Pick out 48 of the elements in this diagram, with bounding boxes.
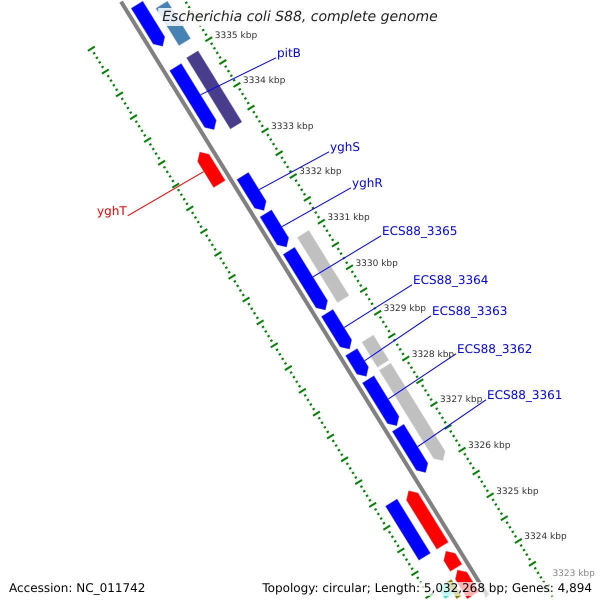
scale-label: 3333 kbp — [271, 122, 314, 132]
scale-label: 3323 kbp — [552, 568, 595, 580]
leader-line — [388, 353, 456, 400]
scale-label: 3330 kbp — [355, 258, 398, 269]
gene-label: yghT — [97, 205, 127, 219]
gene-block — [360, 334, 390, 368]
gene-feature — [344, 348, 370, 378]
gene-feature — [236, 171, 267, 212]
scale-label: 3326 kbp — [468, 441, 510, 452]
leader-line — [127, 171, 204, 216]
gene-label: ECS88_3364 — [413, 274, 488, 288]
scale-label: 3335 kbp — [214, 30, 258, 41]
scale-label: 3327 kbp — [440, 395, 482, 406]
gene-label: ECS88_3365 — [382, 225, 458, 239]
gene-block — [296, 229, 350, 304]
scale-label: 3324 kbp — [524, 532, 567, 543]
gene-feature — [282, 246, 328, 311]
leader-line — [312, 235, 382, 278]
gene-feature — [406, 490, 450, 550]
accession-text: Accession: NC_011742 — [9, 582, 146, 596]
scale-label: 3331 kbp — [327, 212, 370, 224]
gene-block — [186, 50, 243, 130]
gene-block — [384, 498, 432, 562]
gene-label: yghR — [352, 177, 383, 191]
gene-feature — [320, 308, 352, 350]
gene-feature — [361, 374, 400, 427]
gene-label: yghS — [330, 141, 360, 155]
leader-line — [344, 284, 412, 328]
gene-feature — [259, 208, 290, 248]
leader-line — [282, 187, 352, 228]
leader-line — [200, 57, 276, 96]
gene-label: ECS88_3363 — [432, 305, 508, 319]
scale-label: 3329 kbp — [384, 304, 426, 315]
scale-label: 3325 kbp — [496, 486, 539, 497]
gene-label: ECS88_3361 — [487, 389, 562, 403]
genome-info-text: Topology: circular; Length: 5,032,268 bp; Genes: 4,894 — [262, 582, 592, 596]
gene-feature — [196, 151, 226, 188]
leader-line — [417, 399, 486, 448]
gene-feature — [168, 62, 218, 130]
scale-label: 3332 kbp — [299, 167, 342, 178]
gene-feature — [442, 550, 463, 572]
leader-line — [258, 151, 330, 190]
gene-label: ECS88_3362 — [457, 343, 532, 357]
gene-feature — [391, 423, 429, 474]
scale-label: 3328 kbp — [412, 350, 454, 360]
scale-label: 3334 kbp — [242, 76, 286, 86]
leader-line — [364, 315, 432, 362]
gene-label: pitB — [277, 47, 301, 61]
